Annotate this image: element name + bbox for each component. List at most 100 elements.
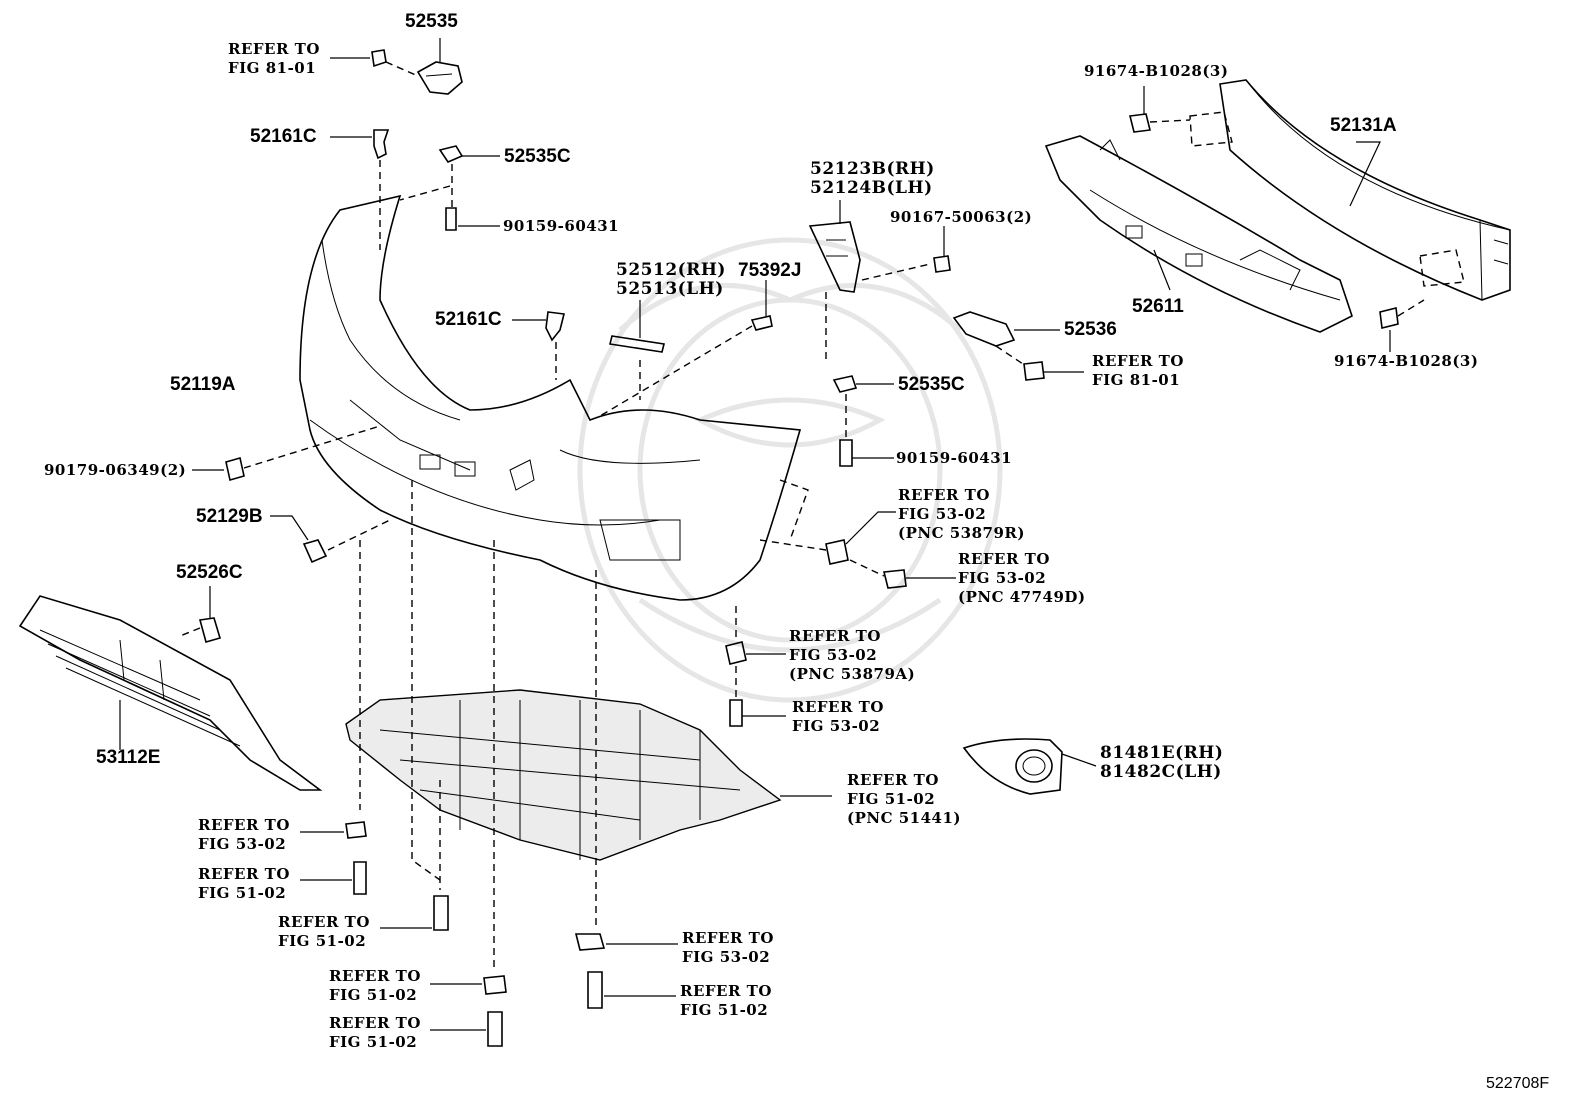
callout-line: REFER TO xyxy=(198,816,290,834)
callout-refer-fig-53-02-pnc-53879a[interactable]: REFER TO FIG 53-02 (PNC 53879A) xyxy=(789,627,915,684)
fasteners-under-cover xyxy=(725,606,786,727)
callout-line: 52535C xyxy=(504,146,571,167)
engine-undercover xyxy=(345,689,832,861)
callout-line: FIG 53-02 xyxy=(682,948,771,966)
callout-refer-fig-81-01-top[interactable]: REFER TO FIG 81-01 xyxy=(228,40,320,78)
callout-line: 90159-60431 xyxy=(503,217,620,235)
callout-line: REFER TO xyxy=(329,1014,421,1032)
callout-52131a[interactable]: 52131A xyxy=(1330,116,1397,135)
callout-52512[interactable]: 52512(RH) 52513(LH) xyxy=(616,261,726,299)
callout-line: FIG 81-01 xyxy=(228,59,317,77)
callout-52535c-top[interactable]: 52535C xyxy=(504,147,571,166)
emblem-75392j xyxy=(599,280,773,417)
callout-52536[interactable]: 52536 xyxy=(1064,320,1117,339)
callout-line: FIG 51-02 xyxy=(329,986,418,1004)
callout-line: 91674-B1028(3) xyxy=(1334,352,1479,370)
diagram-id: 522708F xyxy=(1486,1075,1550,1092)
callout-line: 75392J xyxy=(738,260,802,281)
callout-line: 81481E(RH) xyxy=(1100,743,1224,763)
callout-refer-fig-51-02-b[interactable]: REFER TO FIG 51-02 xyxy=(278,913,370,951)
callout-line: FIG 53-02 xyxy=(792,717,881,735)
callout-line: FIG 51-02 xyxy=(198,884,287,902)
callout-line: (PNC 47749D) xyxy=(958,588,1086,606)
bracket-52123b xyxy=(808,200,951,360)
callout-52123b[interactable]: 52123B(RH) 52124B(LH) xyxy=(810,160,935,198)
callout-line: FIG 51-02 xyxy=(847,790,936,808)
clips-right-side xyxy=(759,479,956,589)
callout-refer-fig-51-02-d[interactable]: REFER TO FIG 51-02 xyxy=(680,982,772,1020)
callout-52119a[interactable]: 52119A xyxy=(170,375,236,394)
callout-line: FIG 53-02 xyxy=(789,646,878,664)
callout-90167-50063[interactable]: 90167-50063(2) xyxy=(890,208,1032,227)
callout-line: (PNC 53879A) xyxy=(789,665,916,683)
callout-refer-fig-53-02-c[interactable]: REFER TO FIG 53-02 xyxy=(682,929,774,967)
watermark xyxy=(577,237,1003,703)
callout-52526c[interactable]: 52526C xyxy=(176,563,243,582)
callout-line: 52161C xyxy=(435,309,502,330)
callout-line: REFER TO xyxy=(329,967,421,985)
callout-line: REFER TO xyxy=(278,913,370,931)
callout-line: 52123B(RH) xyxy=(810,159,935,179)
callout-90159-60431-top[interactable]: 90159-60431 xyxy=(503,217,619,236)
callout-refer-fig-53-02-b[interactable]: REFER TO FIG 53-02 xyxy=(198,816,290,854)
callout-52161c-top[interactable]: 52161C xyxy=(250,127,317,146)
callout-52535[interactable]: 52535 xyxy=(405,12,458,31)
grille-53112e xyxy=(18,595,323,791)
callout-line: FIG 53-02 xyxy=(958,569,1047,587)
lower-dash-lines xyxy=(359,480,597,970)
callout-81481e[interactable]: 81481E(RH) 81482C(LH) xyxy=(1100,744,1223,782)
callout-line: REFER TO xyxy=(682,929,774,947)
callout-refer-fig-53-02-a[interactable]: REFER TO FIG 53-02 xyxy=(792,698,884,736)
callout-line: (PNC 51441) xyxy=(847,809,962,827)
callout-line: REFER TO xyxy=(680,982,772,1000)
callout-75392j[interactable]: 75392J xyxy=(738,261,801,280)
callout-line: 90159-60431 xyxy=(896,449,1013,467)
callout-line: 52611 xyxy=(1132,296,1184,317)
callout-line: 52526C xyxy=(176,562,243,583)
callout-line: (PNC 53879R) xyxy=(898,524,1025,542)
callout-90179-06349[interactable]: 90179-06349(2) xyxy=(44,461,186,480)
callout-90159-60431-right[interactable]: 90159-60431 xyxy=(896,449,1012,468)
callout-refer-fig-53-02-pnc-53879r[interactable]: REFER TO FIG 53-02 (PNC 53879R) xyxy=(898,486,1025,543)
callout-52535c-right[interactable]: 52535C xyxy=(898,375,965,394)
foglamp-cover-81481e xyxy=(962,738,1097,795)
callout-line: 52512(RH) xyxy=(616,260,726,280)
callout-line: 90167-50063(2) xyxy=(890,208,1033,226)
trim-52512 xyxy=(609,300,665,400)
callout-line: REFER TO xyxy=(792,698,884,716)
callout-52161c-mid[interactable]: 52161C xyxy=(435,310,502,329)
callout-line: REFER TO xyxy=(958,550,1050,568)
callout-line: REFER TO xyxy=(1092,352,1184,370)
callout-refer-fig-51-02-e[interactable]: REFER TO FIG 51-02 xyxy=(329,1014,421,1052)
callout-refer-fig-53-02-pnc-47749d[interactable]: REFER TO FIG 53-02 (PNC 47749D) xyxy=(958,550,1086,607)
callout-refer-fig-51-02-pnc-51441[interactable]: REFER TO FIG 51-02 (PNC 51441) xyxy=(847,771,961,828)
callout-refer-fig-81-01-right[interactable]: REFER TO FIG 81-01 xyxy=(1092,352,1184,390)
cap-52129b xyxy=(270,515,391,564)
callout-refer-fig-51-02-a[interactable]: REFER TO FIG 51-02 xyxy=(198,865,290,903)
callout-line: 81482C(LH) xyxy=(1100,762,1222,782)
callout-line: 52536 xyxy=(1064,319,1117,340)
absorber-52611 xyxy=(1044,135,1353,333)
callout-line: REFER TO xyxy=(847,771,939,789)
callout-refer-fig-51-02-c[interactable]: REFER TO FIG 51-02 xyxy=(329,967,421,1005)
callout-line: 90179-06349(2) xyxy=(44,461,187,479)
callout-line: 91674-B1028(3) xyxy=(1084,62,1229,80)
lower-fasteners xyxy=(300,821,678,1047)
callout-line: FIG 53-02 xyxy=(898,505,987,523)
callout-line: FIG 81-01 xyxy=(1092,371,1181,389)
callout-line: REFER TO xyxy=(198,865,290,883)
callout-52129b[interactable]: 52129B xyxy=(196,507,263,526)
callout-line: 53112E xyxy=(96,747,161,768)
clip-52161c-top xyxy=(330,129,390,250)
bracket-52536 xyxy=(952,311,1084,381)
callout-line: 52535 xyxy=(405,11,458,32)
callout-52611[interactable]: 52611 xyxy=(1132,297,1184,316)
callout-line: 52535C xyxy=(898,374,965,395)
callout-91674-b1028-top[interactable]: 91674-B1028(3) xyxy=(1084,62,1228,81)
clip-90179 xyxy=(192,425,381,482)
callout-line: 52131A xyxy=(1330,115,1397,136)
reinforcement-52131a xyxy=(1189,79,1511,301)
callout-53112e[interactable]: 53112E xyxy=(96,748,160,767)
clip-52535c-top xyxy=(399,145,500,231)
callout-91674-b1028-bottom[interactable]: 91674-B1028(3) xyxy=(1334,352,1478,371)
